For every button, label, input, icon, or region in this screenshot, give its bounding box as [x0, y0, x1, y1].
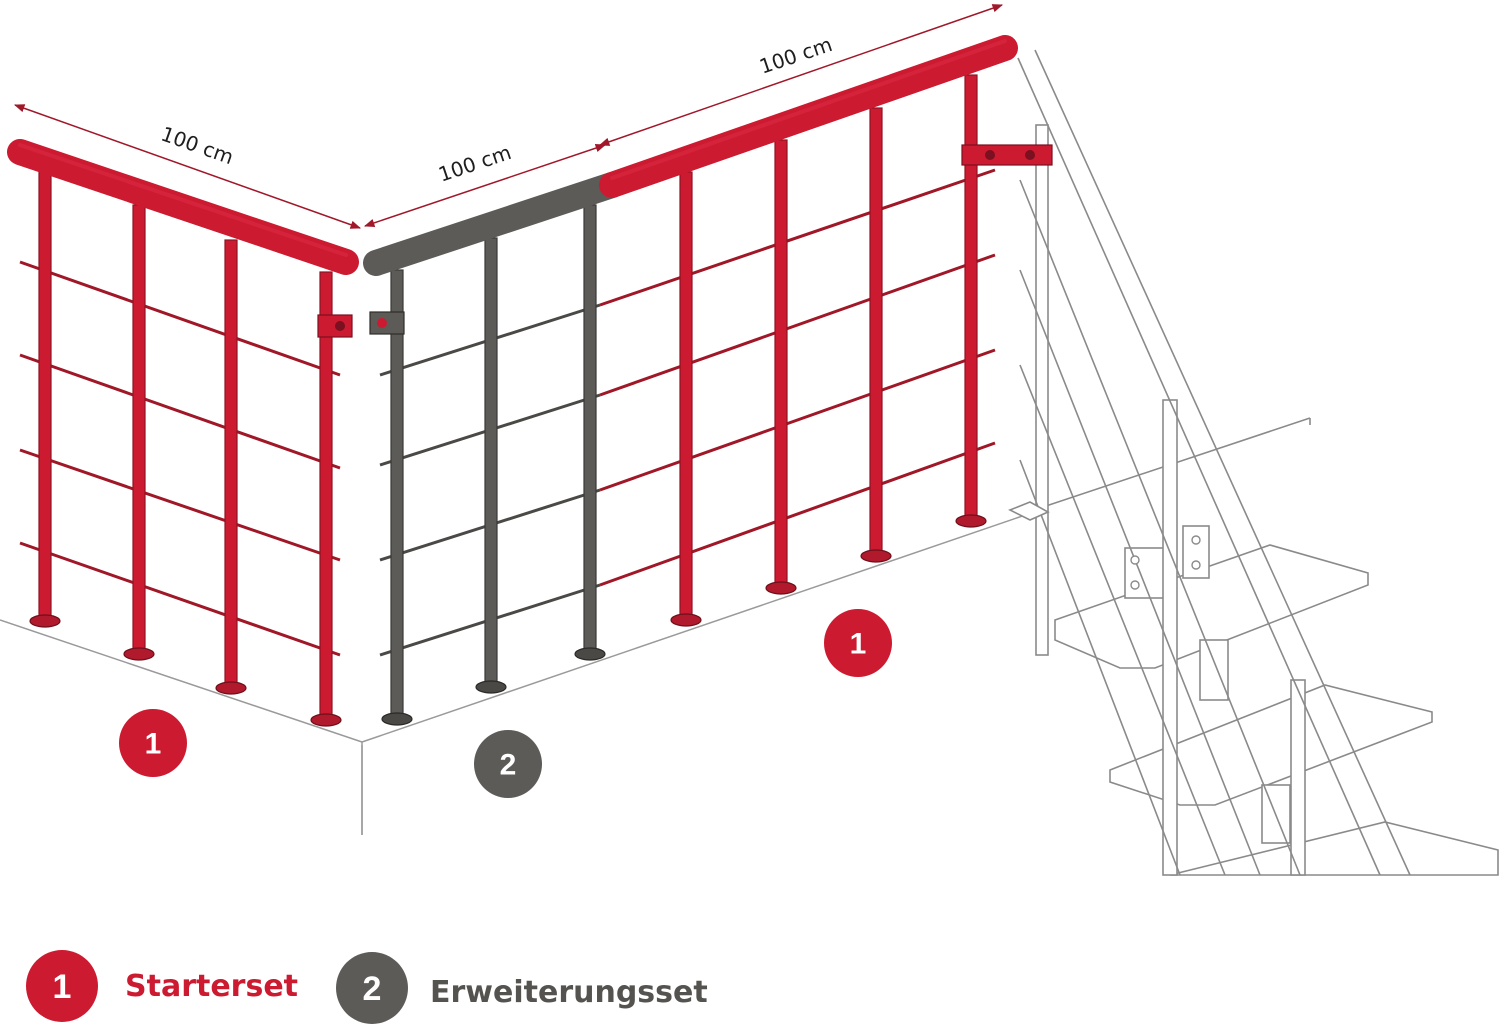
left-starter-section	[7, 139, 359, 727]
badge-extension: 2	[474, 730, 542, 798]
legend-extension-label: Erweiterungsset	[430, 975, 708, 1010]
dimension-label-right: 100 cm	[756, 32, 835, 79]
svg-text:1: 1	[53, 968, 72, 1006]
legend: 1 Starterset 2 Erweiterungsset	[26, 950, 708, 1024]
svg-text:1: 1	[850, 628, 867, 661]
legend-starter-label: Starterset	[125, 969, 298, 1004]
platform-outline	[0, 509, 1041, 835]
svg-text:2: 2	[363, 970, 382, 1008]
badge-left-starter: 1	[119, 709, 187, 777]
dimension-arrows	[14, 4, 1003, 229]
legend-starter: 1 Starterset	[26, 950, 298, 1022]
right-starter-section	[599, 35, 1053, 627]
svg-text:2: 2	[500, 749, 517, 782]
badge-right-starter: 1	[824, 609, 892, 677]
stair-bolts	[1130, 535, 1201, 590]
dimension-label-left: 100 cm	[158, 122, 237, 170]
legend-extension: 2 Erweiterungsset	[336, 952, 708, 1024]
staircase	[1008, 49, 1499, 876]
svg-text:1: 1	[145, 728, 162, 761]
extension-section	[363, 172, 625, 726]
